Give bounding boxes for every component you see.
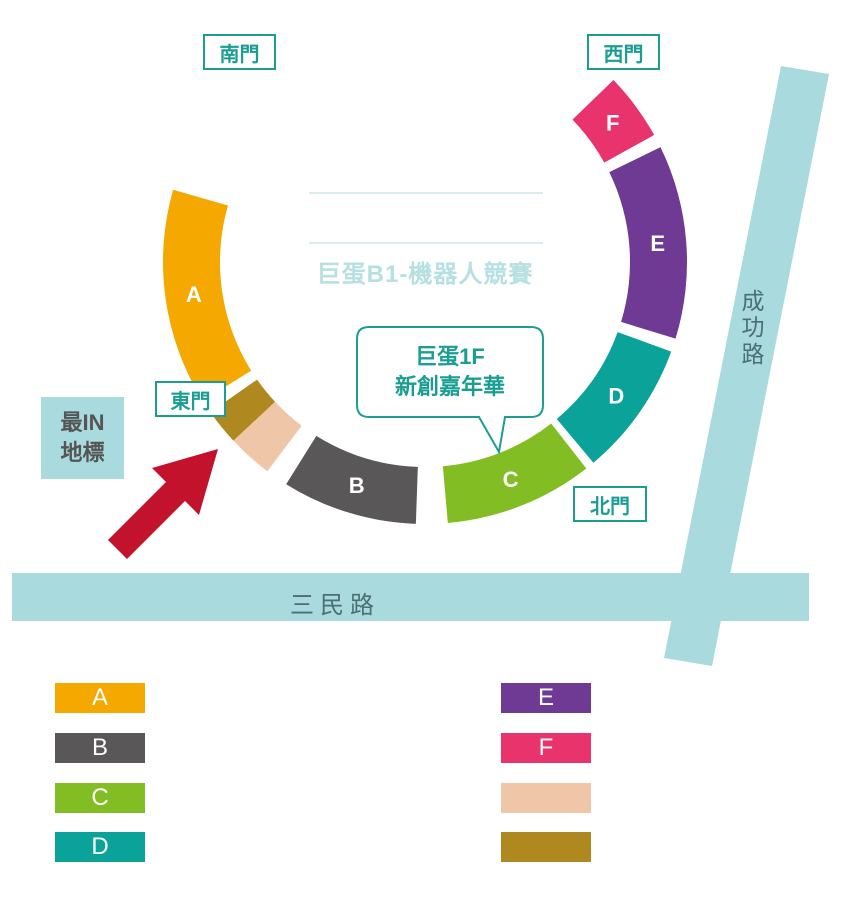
- zone-b-label: B: [349, 473, 365, 498]
- road-chenggong-char: 成: [741, 288, 765, 314]
- zone-ring: F E D C B A: [162, 79, 687, 524]
- entrance-arrow-icon: [108, 449, 218, 559]
- legend-swatch-f: F: [501, 733, 591, 763]
- callout-bubble: [356, 326, 544, 455]
- callout-line-1: 巨蛋1F: [415, 344, 485, 370]
- legend-swatch-d: D: [55, 832, 145, 862]
- road-chenggong: [664, 66, 829, 666]
- legend-swatch-b: B: [55, 733, 145, 763]
- road-sanmin: [12, 573, 809, 621]
- landmark-line-2: 地標: [60, 440, 105, 465]
- gate-east: 東門: [155, 381, 226, 417]
- legend-swatch-e: E: [501, 683, 591, 713]
- zone-c-label: C: [503, 467, 519, 492]
- zone-f-segment: [572, 79, 655, 163]
- zone-e-segment: [609, 147, 687, 339]
- b1-event-title: 巨蛋B1-機器人競賽: [316, 261, 534, 288]
- zone-f-label: F: [606, 111, 619, 136]
- zone-small-beige-segment: [233, 401, 302, 472]
- landmark-line-1: 最IN: [60, 410, 105, 436]
- gate-west: 西門: [587, 34, 660, 70]
- road-sanmin-label: 三民路: [290, 592, 380, 619]
- zone-d-label: D: [608, 383, 624, 408]
- legend-swatch-c: C: [55, 783, 145, 813]
- zone-d-segment: [556, 332, 672, 463]
- callout-line-2: 新創嘉年華: [394, 374, 505, 399]
- zone-a-segment: [162, 189, 252, 401]
- gate-south: 南門: [203, 34, 276, 70]
- road-chenggong-char: 功: [741, 314, 765, 341]
- zone-c-segment: [442, 423, 587, 524]
- legend-swatch-small-beige: [501, 783, 591, 813]
- zone-e-label: E: [650, 231, 665, 256]
- zone-small-brown-segment: [210, 379, 276, 441]
- callout-text: 巨蛋1F 新創嘉年華: [357, 327, 543, 417]
- road-chenggong-label: 成 功 路: [733, 288, 773, 367]
- landmark-box: 最IN 地標: [41, 397, 124, 479]
- gate-north: 北門: [573, 486, 647, 522]
- legend-swatch-a: A: [55, 683, 145, 713]
- road-chenggong-char: 路: [741, 340, 765, 367]
- zone-b-segment: [286, 435, 418, 524]
- legend-swatch-small-brown: [501, 832, 591, 862]
- zone-a-label: A: [186, 282, 202, 307]
